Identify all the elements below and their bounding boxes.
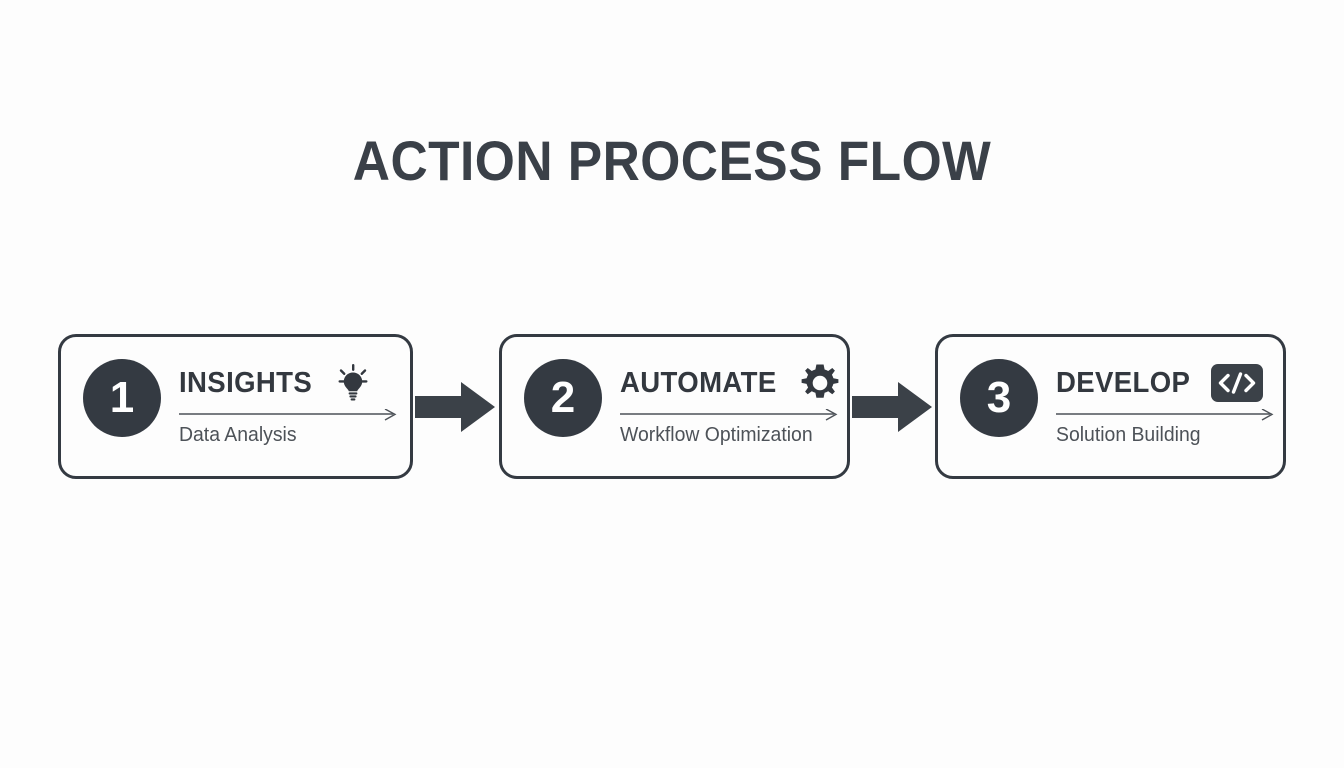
step-number-badge-3: 3 — [960, 359, 1038, 437]
process-flow-row: 1 INSIGHTS — [58, 334, 1286, 479]
arrow-right-block-icon-1 — [415, 380, 495, 434]
step-divider-arrow-3 — [1056, 409, 1274, 421]
step-body-3: DEVELOP — [1056, 361, 1274, 452]
step-body-1: INSIGHTS — [179, 361, 397, 452]
step-header-3: DEVELOP — [1056, 361, 1269, 405]
code-icon — [1211, 364, 1264, 402]
step-title-1: INSIGHTS — [179, 366, 313, 399]
step-header-1: INSIGHTS — [179, 361, 396, 405]
step-subtitle-3: Solution Building — [1056, 424, 1201, 446]
step-title-3: DEVELOP — [1056, 366, 1191, 399]
step-subtitle-2: Workflow Optimization — [620, 424, 813, 446]
step-subtitle-1: Data Analysis — [179, 424, 297, 446]
step-body-2: AUTOMATE — [620, 361, 839, 452]
gear-icon — [799, 362, 841, 404]
process-step-card-3[interactable]: 3 DEVELOP — [935, 334, 1286, 479]
page-title: ACTION PROCESS FLOW — [352, 129, 992, 192]
step-number-badge-1: 1 — [83, 359, 161, 437]
step-divider-arrow-1 — [179, 409, 397, 421]
process-step-card-1[interactable]: 1 INSIGHTS — [58, 334, 413, 479]
lightbulb-icon — [333, 363, 373, 403]
step-number-badge-2: 2 — [524, 359, 602, 437]
step-header-2: AUTOMATE — [620, 361, 839, 405]
process-step-card-2[interactable]: 2 AUTOMATE — [499, 334, 850, 479]
step-divider-arrow-2 — [620, 409, 838, 421]
step-title-2: AUTOMATE — [620, 366, 777, 399]
arrow-right-block-icon-2 — [852, 380, 932, 434]
